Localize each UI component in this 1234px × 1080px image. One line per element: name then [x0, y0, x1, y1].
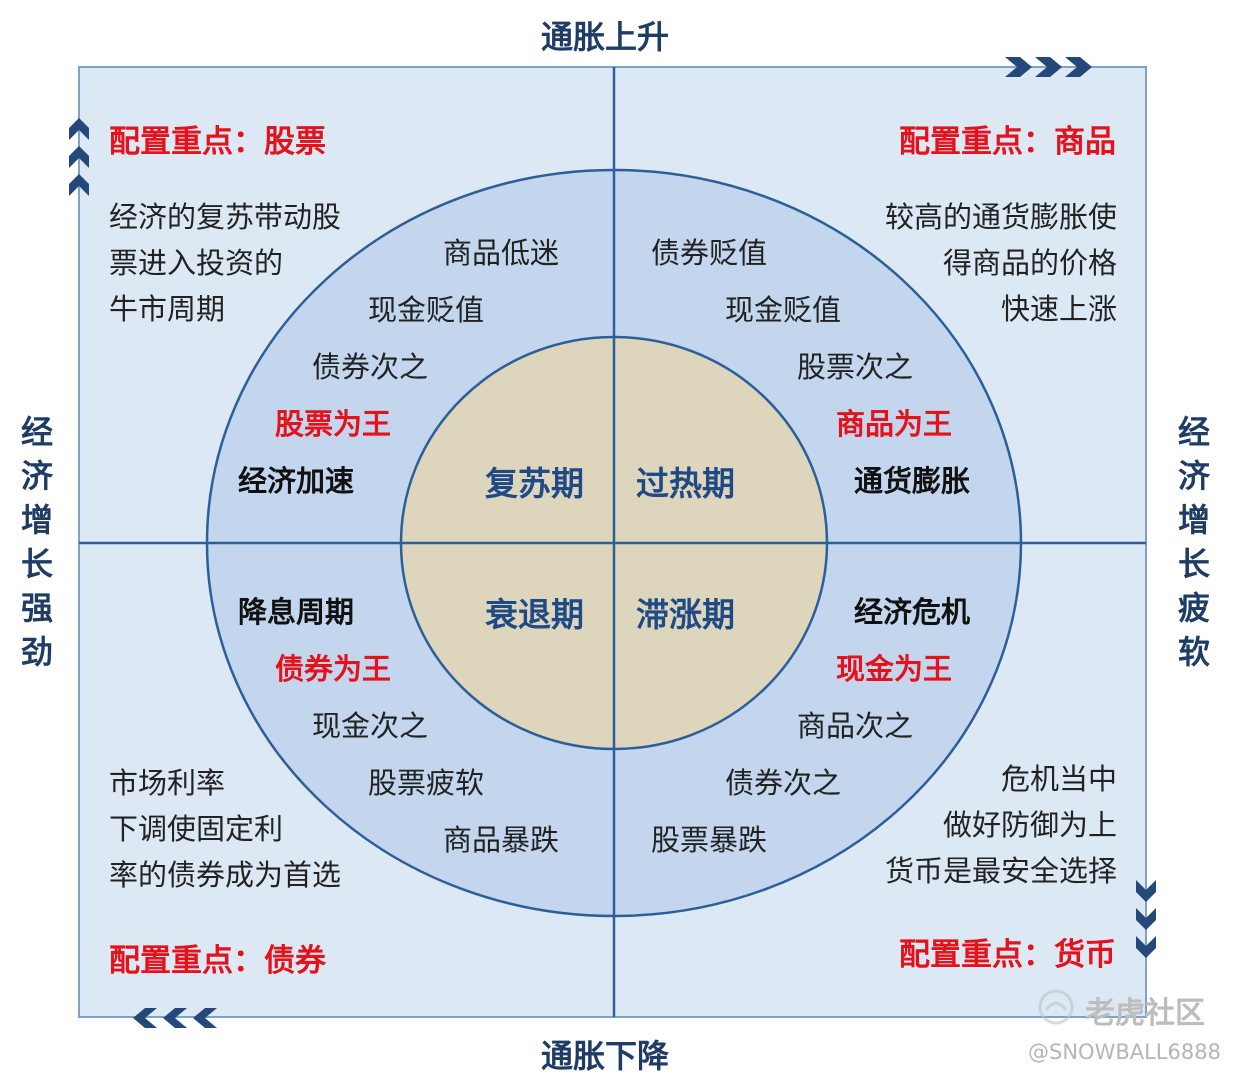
quadrant-desc-top-right: 较高的通货膨胀使 得商品的价格 快速上涨	[884, 200, 1117, 326]
ring-text: 股票次之	[797, 350, 914, 384]
ring-text: 现金贬值	[725, 293, 842, 327]
ring-text: 债券次之	[312, 350, 429, 384]
state-label: 降息周期	[238, 595, 355, 629]
arrow-up-icon	[69, 118, 89, 196]
phase-label-overheat: 过热期	[636, 464, 735, 503]
axis-bottom-label: 通胀下降	[541, 1037, 670, 1075]
focus-label-commodities: 配置重点：商品	[899, 124, 1116, 160]
focus-label-bonds: 配置重点：债券	[109, 943, 326, 979]
arrow-down-icon	[1136, 880, 1156, 958]
quadrant-desc-bottom-right: 危机当中 做好防御为上 货币是最安全选择	[884, 762, 1117, 888]
watermark-handle: @SNOWBALL6888	[1028, 1040, 1221, 1064]
state-label: 通货膨胀	[854, 464, 971, 498]
ring-text: 商品低迷	[443, 236, 560, 270]
arrow-left-icon	[133, 1008, 217, 1028]
ring-text: 商品次之	[797, 709, 914, 743]
focus-label-cash: 配置重点：货币	[899, 937, 1116, 973]
ring-text: 债券次之	[725, 766, 842, 800]
king-label: 现金为王	[836, 652, 953, 686]
axis-top-label: 通胀上升	[541, 18, 670, 56]
ring-text: 现金次之	[312, 709, 429, 743]
state-label: 经济危机	[854, 595, 971, 629]
axis-left-label: 经 济 增 长 强 劲	[20, 413, 53, 671]
state-label: 经济加速	[238, 464, 355, 498]
ring-text: 债券贬值	[651, 236, 768, 270]
phase-label-recovery: 复苏期	[485, 464, 584, 503]
king-label: 商品为王	[836, 407, 953, 441]
quadrant-desc-top-left: 经济的复苏带动股 票进入投资的 牛市周期	[109, 200, 342, 326]
arrow-right-icon	[1005, 57, 1092, 77]
ring-text: 股票疲软	[368, 766, 485, 800]
ring-text: 商品暴跌	[443, 823, 560, 857]
ring-text: 现金贬值	[368, 293, 485, 327]
ring-text: 股票暴跌	[651, 823, 768, 857]
focus-label-stocks: 配置重点：股票	[109, 124, 326, 160]
axis-right-label: 经 济 增 长 疲 软	[1177, 413, 1210, 671]
watermark-brand: 老虎社区	[1085, 996, 1205, 1031]
king-label: 债券为王	[275, 652, 392, 686]
phase-label-recession: 衰退期	[485, 595, 584, 634]
watermark-logo-icon	[1038, 989, 1074, 1025]
king-label: 股票为王	[275, 407, 392, 441]
phase-label-stagflation: 滞涨期	[636, 595, 735, 634]
quadrant-desc-bottom-left: 市场利率 下调使固定利 率的债券成为首选	[109, 766, 342, 892]
